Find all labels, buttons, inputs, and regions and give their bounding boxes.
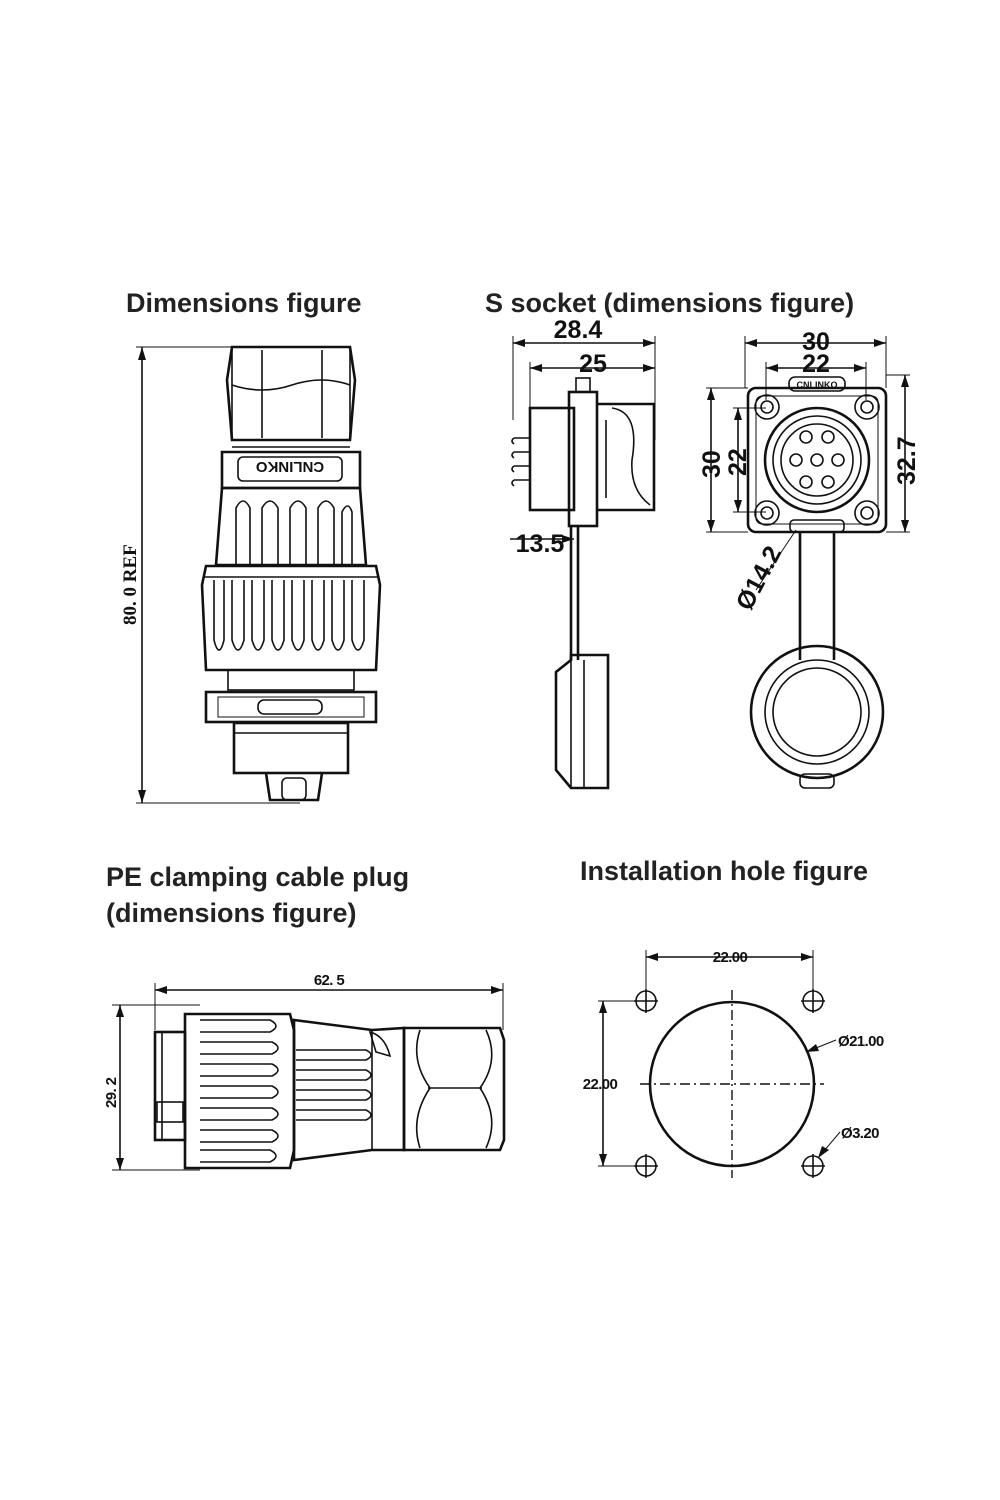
installation-hole-drawing: 22.00 22.00	[583, 949, 884, 1178]
dim-pe-length: 62. 5	[314, 972, 345, 989]
dim-hole-mount-diameter: Ø3.20	[841, 1125, 879, 1142]
title-installation-hole: Installation hole figure	[580, 856, 869, 886]
dim-pe-height: 29. 2	[103, 1077, 120, 1108]
dim-socket-front-width-outer: 30	[802, 328, 830, 356]
brand-logo-socket: CNLINKO	[797, 380, 838, 390]
title-pe-plug-line1: PE clamping cable plug	[106, 862, 410, 892]
dim-socket-side-depth: 13.5	[516, 530, 565, 558]
title-dimensions-figure: Dimensions figure	[126, 288, 362, 318]
dim-hole-spacing-v: 22.00	[583, 1076, 618, 1093]
title-pe-plug-line2: (dimensions figure)	[106, 898, 357, 928]
socket-side-drawing: 28.4 25 13.5	[510, 316, 656, 790]
dim-socket-front-height-total: 32.7	[893, 436, 921, 485]
pe-plug-drawing: 62. 5 29. 2	[103, 972, 506, 1171]
dim-plug-height: 80. 0 REF	[120, 544, 141, 625]
mount-hole-tl	[634, 989, 658, 1013]
corner-screw-tr	[854, 394, 880, 420]
mount-hole-bl	[634, 1154, 658, 1178]
corner-screw-bl	[754, 500, 780, 526]
mount-hole-tr	[801, 989, 825, 1013]
socket-front-drawing: 30 22 30 22	[698, 328, 921, 789]
dim-socket-front-diameter: Ø14.2	[731, 542, 788, 615]
dim-hole-center-diameter: Ø21.00	[838, 1033, 884, 1050]
dim-socket-side-outer: 28.4	[554, 316, 603, 344]
plug-vertical-drawing: 80. 0 REF CNLINKO	[120, 345, 382, 804]
mount-hole-br	[801, 1154, 825, 1178]
brand-logo-plug: CNLINKO	[256, 458, 325, 475]
dim-socket-front-height-outer: 30	[698, 450, 726, 478]
dim-hole-spacing-h: 22.00	[713, 949, 748, 966]
dim-socket-front-width-inner: 22	[802, 350, 830, 378]
dim-socket-side-inner: 25	[579, 350, 607, 378]
corner-screw-tl	[754, 394, 780, 420]
corner-screw-br	[854, 500, 880, 526]
title-s-socket: S socket (dimensions figure)	[485, 288, 855, 318]
